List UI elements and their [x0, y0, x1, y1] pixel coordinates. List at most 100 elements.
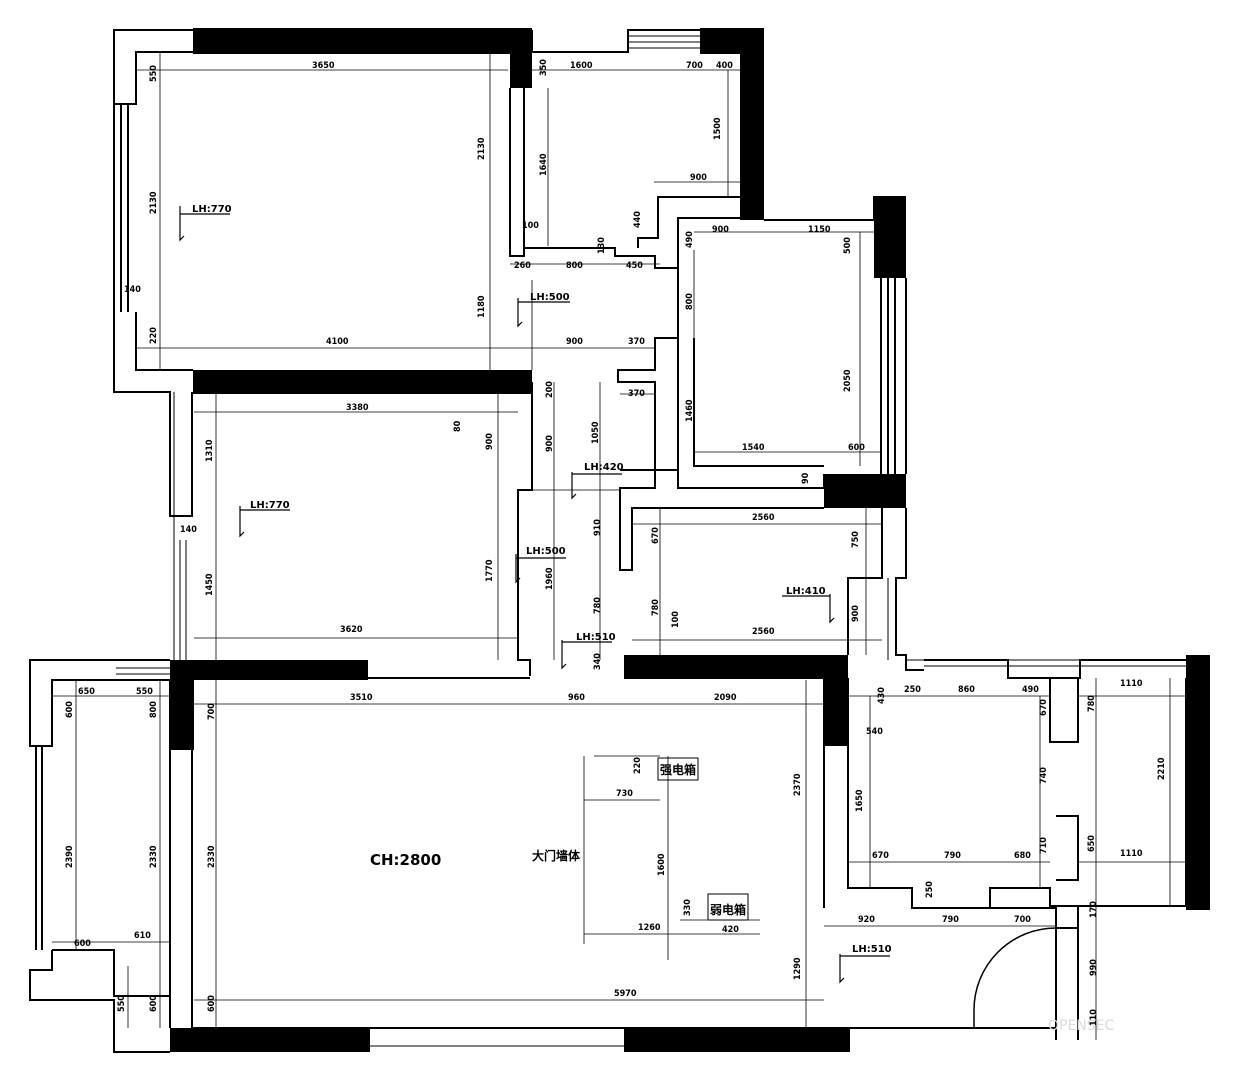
dimension-label: 900: [690, 173, 707, 183]
dimension-label: 900: [566, 337, 583, 347]
dimension-label: 780: [1087, 695, 1097, 712]
dimension-lines: [52, 52, 1186, 1040]
dimension-label: 680: [1014, 851, 1031, 861]
dimension-label: 1110: [1120, 849, 1143, 859]
beam-height-label: LH:770: [192, 204, 232, 215]
door-swing: [973, 927, 1057, 1028]
dimension-label: 900: [851, 605, 861, 622]
dimension-label: 2130: [477, 137, 487, 160]
dimension-label: 600: [74, 939, 91, 949]
beam-height-label: LH:500: [526, 546, 566, 557]
dimension-label: 430: [877, 687, 887, 704]
dimension-label: 200: [545, 381, 555, 398]
dimension-label: 790: [944, 851, 961, 861]
thick-walls: [170, 28, 1210, 1052]
dimension-label: 1260: [638, 923, 661, 933]
dimension-label: 600: [848, 443, 865, 453]
dimension-label: 920: [858, 915, 875, 925]
beam-height-label: LH:500: [530, 292, 570, 303]
dimension-label: 130: [597, 237, 607, 254]
dimension-label: 250: [904, 685, 921, 695]
dimension-label: 960: [568, 693, 585, 703]
dimension-label: 800: [149, 701, 159, 718]
dimension-label: 3510: [350, 693, 373, 703]
dimension-label: 700: [207, 703, 217, 720]
dimension-label: 600: [65, 701, 75, 718]
dimension-label: 400: [716, 61, 733, 71]
dimension-label: 1600: [570, 61, 593, 71]
dimension-label: 340: [593, 653, 603, 670]
beam-height-labels: LH:770LH:770LH:500LH:420LH:500LH:510LH:4…: [192, 204, 892, 955]
dimension-label: 900: [545, 435, 555, 452]
beam-height-label: LH:410: [786, 586, 826, 597]
dimension-label: 350: [539, 59, 549, 76]
dimension-label: 1640: [539, 153, 549, 176]
dimension-label: 2560: [752, 627, 775, 637]
dimension-label: 1500: [713, 117, 723, 140]
strong-box-label: 强电箱: [660, 762, 696, 777]
ceiling-height: CH:2800: [370, 851, 441, 869]
dimension-label: 1290: [793, 957, 803, 980]
dimension-label: 170: [1089, 901, 1099, 918]
dimension-label: 500: [843, 237, 853, 254]
dimension-label: 2090: [714, 693, 737, 703]
dimension-label: 700: [1014, 915, 1031, 925]
dimension-label: 1960: [545, 567, 555, 590]
thin-walls: [29, 29, 1187, 1053]
dimension-label: 5970: [614, 989, 637, 999]
dimension-label: 1050: [591, 421, 601, 444]
dimension-label: 800: [566, 261, 583, 271]
dimension-label: 370: [628, 389, 645, 399]
dimension-label: 490: [685, 231, 695, 248]
dimension-label: 1180: [477, 295, 487, 318]
dimension-label: 700: [686, 61, 703, 71]
dimension-label: 1450: [205, 573, 215, 596]
dimension-label: 2560: [752, 513, 775, 523]
dimension-label: 2390: [65, 845, 75, 868]
dimension-label: 650: [78, 687, 95, 697]
dimension-label: 3380: [346, 403, 369, 413]
dimension-label: 100: [671, 611, 681, 628]
watermark: OPENSEC: [1048, 1018, 1115, 1034]
dimension-label: 600: [149, 995, 159, 1012]
dimension-label: 2050: [843, 369, 853, 392]
dimension-label: 550: [136, 687, 153, 697]
dimension-label: 140: [180, 525, 197, 535]
dimension-label: 260: [514, 261, 531, 271]
dimension-label: 490: [1022, 685, 1039, 695]
beam-height-label: LH:420: [584, 462, 624, 473]
dimension-label: 780: [593, 597, 603, 614]
dimension-label: 910: [593, 519, 603, 536]
dimension-label: 990: [1089, 959, 1099, 976]
dimension-label: 220: [633, 757, 643, 774]
beam-arrows: [179, 206, 890, 984]
beam-height-label: LH:510: [576, 632, 616, 643]
dimension-label: 1600: [657, 853, 667, 876]
dimension-label: 550: [117, 995, 127, 1012]
entry-wall-label: 大门墙体: [532, 848, 581, 863]
dimension-label: 370: [628, 337, 645, 347]
dimension-label: 1770: [485, 559, 495, 582]
dimension-label: 730: [616, 789, 633, 799]
dimension-label: 80: [453, 420, 463, 432]
dimension-label: 900: [712, 225, 729, 235]
dimension-label: 670: [651, 527, 661, 544]
dimension-label: 740: [1039, 767, 1049, 784]
dimension-label: 3650: [312, 61, 335, 71]
dimension-label: 900: [485, 433, 495, 450]
dimension-label: 100: [522, 221, 539, 231]
dimension-label: 2130: [149, 191, 159, 214]
dimension-label: 90: [801, 472, 811, 484]
dimension-label: 2370: [793, 773, 803, 796]
dimension-label: 440: [633, 211, 643, 228]
dimension-label: 250: [925, 881, 935, 898]
dimension-label: 650: [1087, 835, 1097, 852]
dimension-label: 670: [1039, 699, 1049, 716]
dimension-label: 550: [149, 65, 159, 82]
dimension-label: 860: [958, 685, 975, 695]
dimension-label: 1310: [205, 439, 215, 462]
dimension-label: 1650: [855, 789, 865, 812]
dimension-label: 2330: [207, 845, 217, 868]
dimension-label: 790: [942, 915, 959, 925]
